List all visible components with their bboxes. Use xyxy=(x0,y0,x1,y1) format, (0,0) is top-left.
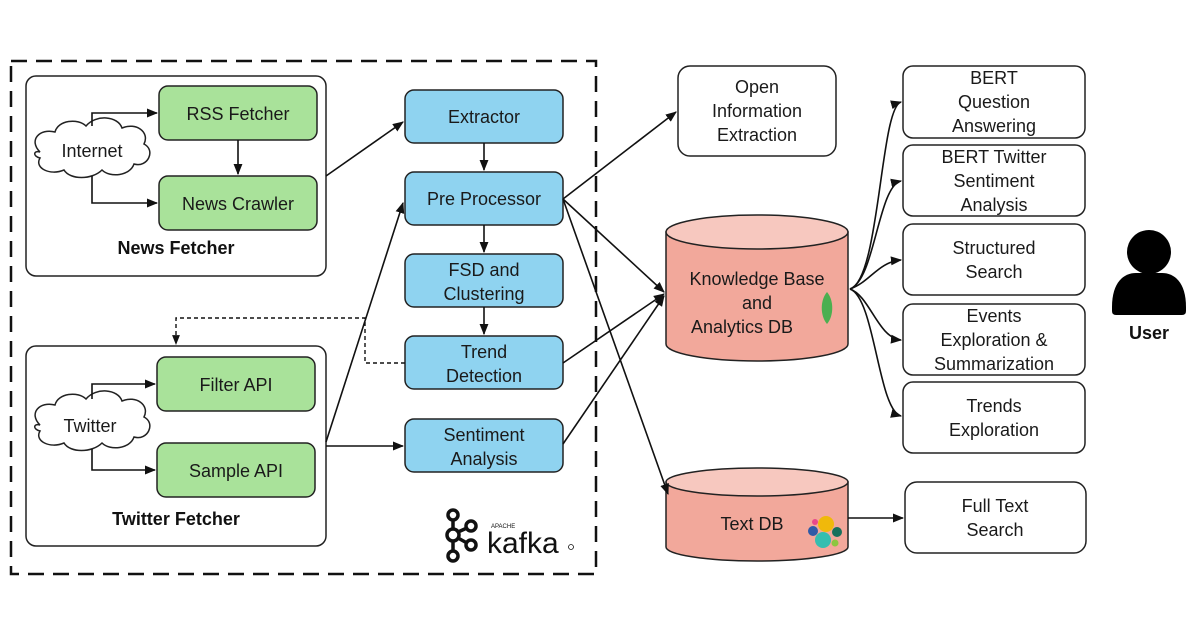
service-label: Trends xyxy=(966,396,1021,416)
user-icon xyxy=(1112,230,1186,315)
internet-cloud: Internet xyxy=(34,117,151,179)
internet-label: Internet xyxy=(61,141,122,161)
edge-kb-structured xyxy=(849,256,903,290)
edge-internet-rss xyxy=(91,108,159,126)
kafka-icon xyxy=(445,508,478,563)
service-label: Answering xyxy=(952,116,1036,136)
sentiment-analysis-node[interactable]: Sentiment Analysis xyxy=(404,418,564,473)
service-label: Question xyxy=(958,92,1030,112)
kb-label-line2: and xyxy=(742,293,772,313)
news-crawler-label: News Crawler xyxy=(182,194,294,214)
edge-kb-trends xyxy=(849,288,903,418)
service-label: Sentiment xyxy=(953,171,1034,191)
twitter-label: Twitter xyxy=(63,416,116,436)
full-text-search-line2: Search xyxy=(966,520,1023,540)
service-events-exploration[interactable]: Events Exploration & Summarization xyxy=(902,303,1086,376)
service-bert-qa[interactable]: BERT Question Answering xyxy=(902,65,1086,139)
fsd-clustering-node[interactable]: FSD and Clustering xyxy=(404,253,564,308)
service-label: Structured xyxy=(952,238,1035,258)
edge-internet-crawler xyxy=(91,176,159,208)
mongodb-leaf-icon xyxy=(821,292,833,324)
full-text-search-node[interactable]: Full Text Search xyxy=(904,481,1087,554)
service-trends-exploration[interactable]: Trends Exploration xyxy=(902,381,1086,454)
open-ie-line3: Extraction xyxy=(717,125,797,145)
trend-label-line2: Detection xyxy=(446,366,522,386)
open-ie-line2: Information xyxy=(712,101,802,121)
kafka-logo: APACHE kafka xyxy=(445,508,574,563)
trend-label-line1: Trend xyxy=(461,342,507,362)
knowledge-base-db[interactable]: Knowledge Base and Analytics DB xyxy=(665,214,849,362)
service-label: BERT Twitter xyxy=(941,147,1046,167)
service-label: Events xyxy=(966,306,1021,326)
extractor-node[interactable]: Extractor xyxy=(404,89,564,144)
filter-api-node[interactable]: Filter API xyxy=(156,356,316,412)
full-text-search-line1: Full Text xyxy=(962,496,1029,516)
open-ie-line1: Open xyxy=(735,77,779,97)
edge-trend-kb xyxy=(562,293,665,364)
open-ie-node[interactable]: Open Information Extraction xyxy=(677,65,837,157)
kafka-boundary xyxy=(9,59,598,576)
pre-processor-label: Pre Processor xyxy=(427,189,541,209)
edge-trend-feedback xyxy=(172,317,405,364)
elasticsearch-icon xyxy=(808,516,842,548)
extractor-label: Extractor xyxy=(448,107,520,127)
text-db[interactable]: Text DB xyxy=(665,467,849,562)
rss-fetcher-node[interactable]: RSS Fetcher xyxy=(158,85,318,141)
service-label: Summarization xyxy=(934,354,1054,374)
service-label: Search xyxy=(965,262,1022,282)
service-bert-twitter-sentiment[interactable]: BERT Twitter Sentiment Analysis xyxy=(902,144,1086,217)
fsd-label-line1: FSD and xyxy=(448,260,519,280)
text-db-label: Text DB xyxy=(720,514,783,534)
twitter-fetcher-label: Twitter Fetcher xyxy=(112,509,240,529)
service-label: Exploration xyxy=(949,420,1039,440)
sentiment-label-line2: Analysis xyxy=(450,449,517,469)
user-label: User xyxy=(1129,323,1169,343)
news-fetcher-label: News Fetcher xyxy=(117,238,234,258)
filter-api-label: Filter API xyxy=(199,375,272,395)
service-label: Exploration & xyxy=(940,330,1047,350)
edge-twitter-filter xyxy=(91,379,157,399)
rss-fetcher-label: RSS Fetcher xyxy=(186,104,289,124)
service-structured-search[interactable]: Structured Search xyxy=(902,223,1086,296)
sample-api-label: Sample API xyxy=(189,461,283,481)
kafka-apache-label: APACHE xyxy=(491,524,515,530)
user-node: User xyxy=(1112,230,1186,343)
fsd-label-line2: Clustering xyxy=(443,284,524,304)
sentiment-label-line1: Sentiment xyxy=(443,425,524,445)
kafka-name-label: kafka xyxy=(487,527,559,560)
edge-kb-berttwitter xyxy=(849,178,903,290)
service-label: Analysis xyxy=(960,195,1027,215)
kb-label-line3: Analytics DB xyxy=(691,317,793,337)
trend-detection-node[interactable]: Trend Detection xyxy=(404,335,564,390)
service-label: BERT xyxy=(970,68,1018,88)
kb-label-line1: Knowledge Base xyxy=(689,269,824,289)
edge-preprocessor-textdb xyxy=(562,198,669,496)
news-crawler-node[interactable]: News Crawler xyxy=(158,175,318,231)
edge-news-extractor xyxy=(325,121,404,177)
sample-api-node[interactable]: Sample API xyxy=(156,442,316,498)
edge-sentiment-kb xyxy=(562,295,665,445)
edge-twitter-sample xyxy=(91,449,157,475)
edge-preprocessor-openie xyxy=(562,111,677,200)
pre-processor-node[interactable]: Pre Processor xyxy=(404,171,564,226)
twitter-cloud: Twitter xyxy=(34,390,151,452)
edge-preprocessor-kb xyxy=(562,198,665,293)
